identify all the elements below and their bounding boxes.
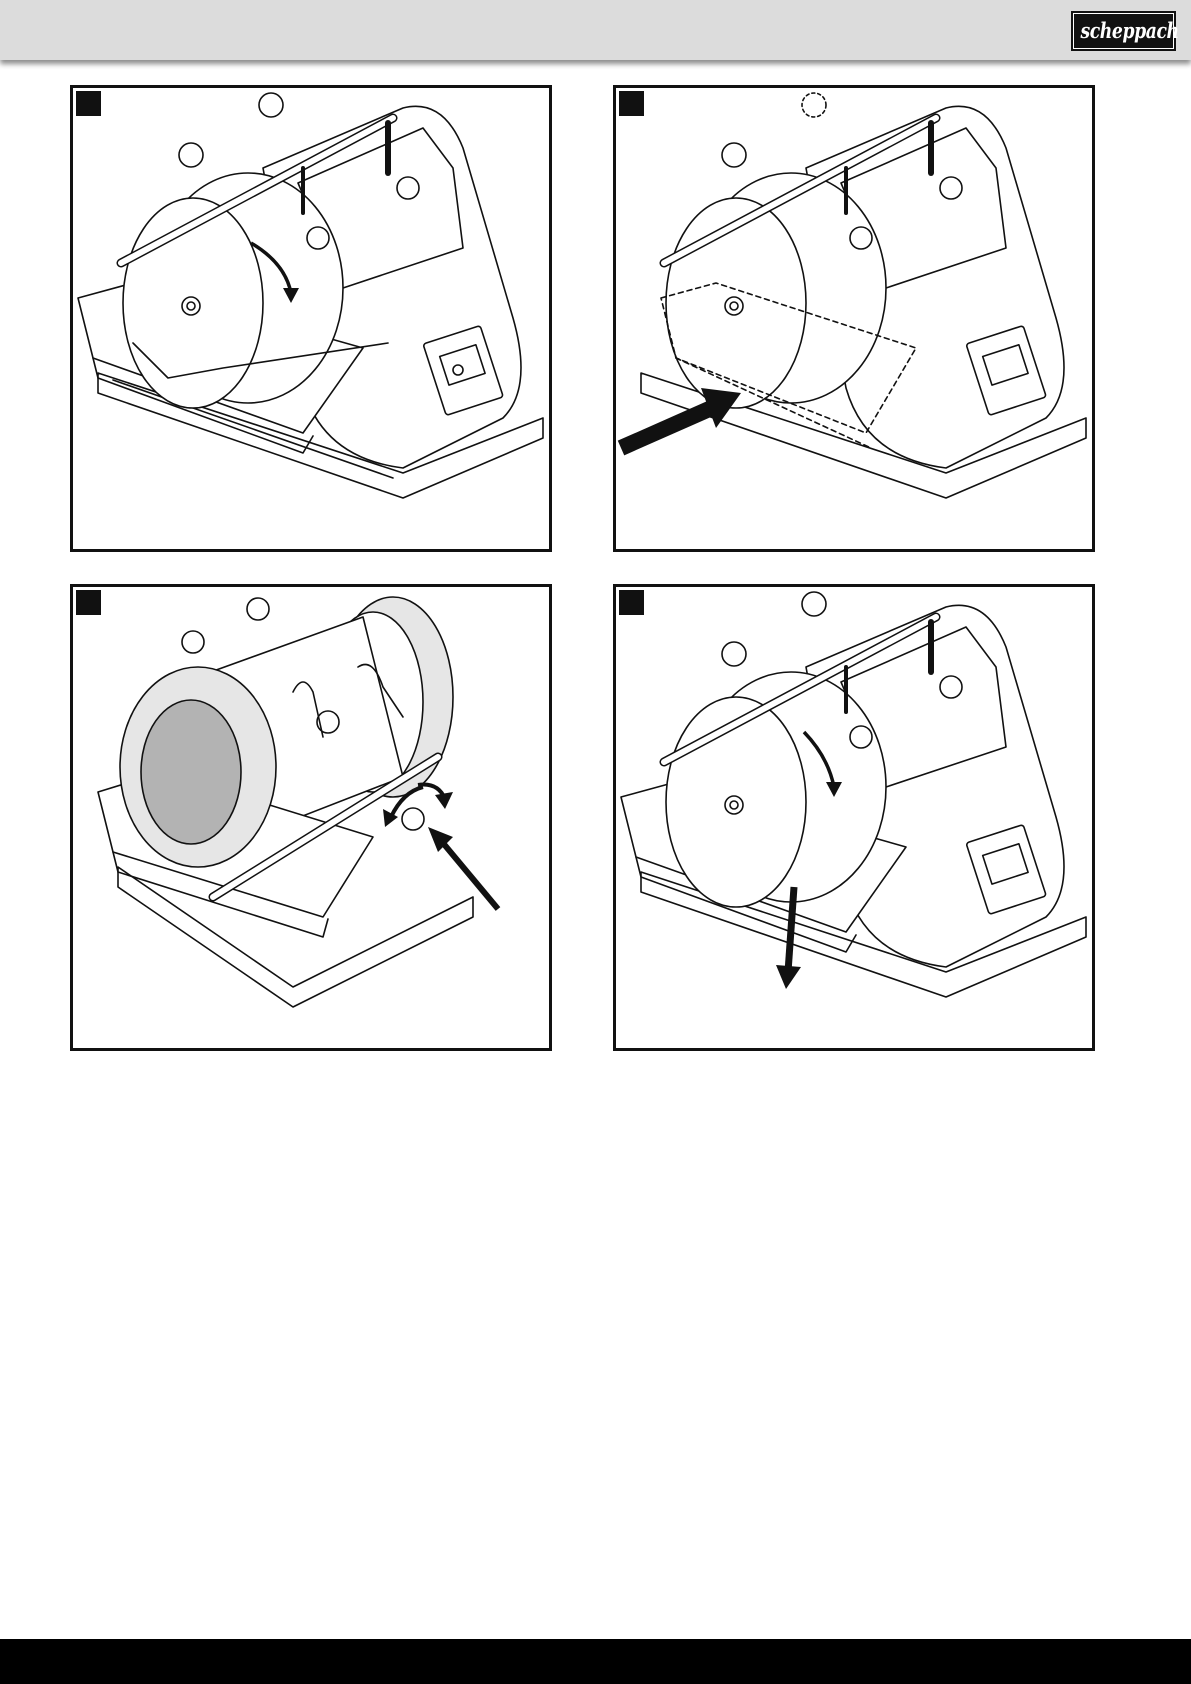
grinder-illustration-1 (73, 88, 549, 549)
figure-number-box (76, 91, 101, 116)
page-header: scheppach (0, 0, 1191, 60)
insert-arrow (621, 406, 716, 448)
figure-panel-2 (613, 85, 1095, 552)
figure-number-box (619, 590, 644, 615)
figure-panel-1 (70, 85, 552, 552)
figure-number-box (76, 590, 101, 615)
scheppach-logo: scheppach (1071, 11, 1176, 51)
grinder-illustration-3 (73, 587, 549, 1048)
figure-number-box (619, 91, 644, 116)
grinder-illustration-4 (616, 587, 1092, 1048)
figure-panel-4 (613, 584, 1095, 1051)
figure-panel-3 (70, 584, 552, 1051)
push-arrow (438, 837, 498, 909)
page-footer-bar (0, 1639, 1191, 1684)
brand-name: scheppach (1080, 11, 1166, 51)
grinder-illustration-2 (616, 88, 1092, 549)
